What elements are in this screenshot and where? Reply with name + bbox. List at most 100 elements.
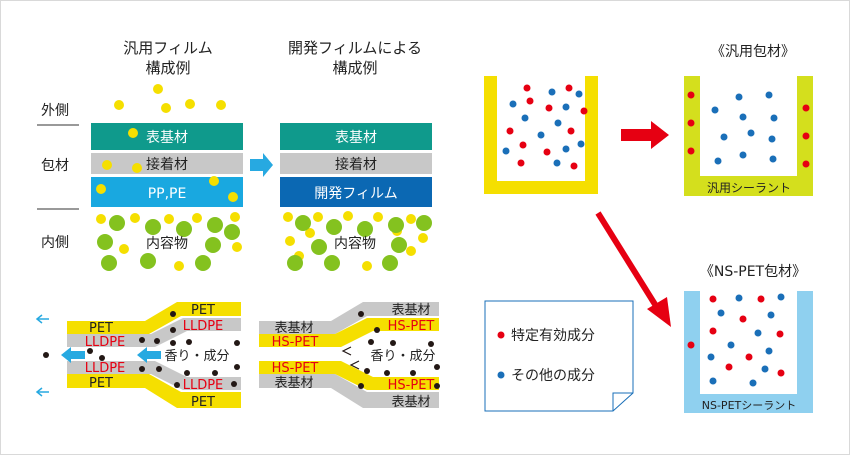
general-film-stack: 表基材 接着材 PP,PE 内容物 — [91, 84, 243, 271]
blue-dot — [765, 347, 773, 355]
developed-layer-adhesive-label: 接着材 — [335, 156, 377, 173]
green-dot — [205, 237, 221, 253]
red-dot — [802, 160, 810, 168]
yellow-dot — [132, 163, 142, 173]
blue-dot — [562, 103, 570, 111]
legend-frame — [484, 300, 634, 412]
yellow-dot — [285, 236, 295, 246]
red-arrow-shaft — [595, 211, 659, 308]
yellow-dot — [232, 242, 242, 252]
black-dot — [174, 382, 180, 388]
seal-pet-bottom: PET — [191, 395, 215, 410]
red-arrow-head — [647, 297, 671, 327]
yellow-dot — [313, 212, 323, 222]
black-dot — [434, 383, 440, 389]
black-dot — [364, 368, 370, 374]
legend-other-label: その他の成分 — [511, 368, 595, 384]
black-dot — [154, 338, 160, 344]
arrow-left-icon — [137, 347, 161, 363]
developed-film-stack: 表基材 接着材 開発フィルム 内容物 — [280, 123, 432, 271]
seal-base-left2: 表基材 — [274, 376, 313, 391]
yellow-dot — [174, 261, 184, 271]
blue-dot — [754, 329, 762, 337]
blue-dot — [548, 88, 556, 96]
yellow-dot — [216, 100, 226, 110]
red-dot — [709, 327, 717, 335]
blue-dot — [739, 113, 747, 121]
yellow-dot — [230, 212, 240, 222]
red-dot — [523, 84, 531, 92]
green-dot — [97, 234, 113, 250]
nspet-container-title: 《NS-PET包材》 — [700, 264, 806, 280]
yellow-dot — [228, 192, 238, 202]
red-dot — [802, 104, 810, 112]
general-sealant-label: 汎用シーラント — [707, 181, 791, 195]
green-dot — [224, 224, 240, 240]
black-dot — [139, 337, 145, 343]
legend-red-dot — [497, 331, 505, 339]
red-dot — [687, 91, 695, 99]
blue-dot — [769, 155, 777, 163]
red-arrow-diagonal-icon — [595, 211, 671, 327]
red-dot — [687, 119, 695, 127]
green-dot — [207, 217, 223, 233]
hspet-band-lower — [259, 361, 439, 390]
blue-dot — [707, 353, 715, 361]
legend-box: 特定有効成分 その他の成分 — [484, 300, 634, 412]
seal-pet-left2: PET — [89, 376, 113, 391]
blue-dot — [537, 131, 545, 139]
yellow-dot — [305, 228, 315, 238]
general-layer-adhesive — [91, 153, 243, 174]
red-arrow-right-icon — [621, 121, 669, 149]
container-nspet: NS-PETシーラント — [684, 291, 813, 413]
seal-pet-left: PET — [89, 321, 113, 336]
yellow-dot — [209, 176, 219, 186]
yellow-dot — [362, 261, 372, 271]
general-layer-ppe-label: PP,PE — [148, 186, 187, 202]
general-layer-adhesive-label: 接着材 — [146, 156, 188, 173]
blue-dot — [709, 377, 717, 385]
blue-dot — [509, 100, 517, 108]
green-dot — [101, 255, 117, 271]
blue-dot — [761, 365, 769, 373]
seal-pet-top: PET — [191, 303, 215, 318]
yellow-dot — [96, 214, 106, 224]
developed-film-title-1: 開発フィルムによる — [288, 39, 422, 57]
label-outside: 外側 — [41, 103, 69, 119]
yellow-dot — [128, 128, 138, 138]
yellow-dot — [130, 213, 140, 223]
blocked-arrow-icon — [341, 346, 352, 356]
yellow-dot — [418, 233, 428, 243]
general-film-title-1: 汎用フィルム — [123, 39, 212, 57]
seal-aroma-developed: 香り・成分 — [370, 349, 435, 364]
yellow-dot — [373, 212, 383, 222]
general-layer-base-label: 表基材 — [146, 129, 188, 146]
green-dot — [324, 255, 340, 271]
seal-hspet-bottom: HS-PET — [388, 378, 435, 393]
label-packaging: 包材 — [41, 158, 69, 174]
legend-specific-label: 特定有効成分 — [511, 328, 595, 344]
blue-dot — [727, 341, 735, 349]
black-dot — [428, 341, 434, 347]
blue-dot — [768, 135, 776, 143]
red-dot — [567, 127, 575, 135]
black-dot — [231, 381, 237, 387]
blocked-arrow-icon — [349, 360, 360, 370]
yellow-dot — [192, 213, 202, 223]
blue-dot — [767, 311, 775, 319]
red-dot — [519, 141, 527, 149]
yellow-dot — [102, 160, 112, 170]
blue-dot — [562, 145, 570, 153]
red-dot — [777, 369, 785, 377]
seal-base-bottom: 表基材 — [391, 395, 430, 410]
green-dot — [287, 255, 303, 271]
yellow-dot — [185, 99, 195, 109]
green-dot — [326, 219, 342, 235]
green-dot — [416, 215, 432, 231]
red-dot — [739, 315, 747, 323]
yellow-dot — [96, 184, 106, 194]
blue-dot — [714, 157, 722, 165]
arrow-left-icon — [61, 347, 85, 363]
